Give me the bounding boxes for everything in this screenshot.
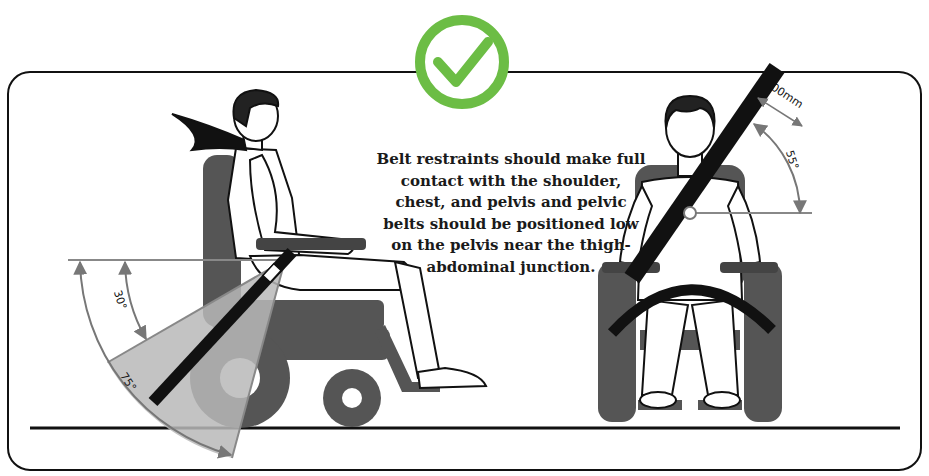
armrest	[720, 262, 778, 273]
shoe	[704, 392, 740, 408]
anchor-point	[684, 207, 696, 219]
armrest	[256, 238, 366, 250]
front-belts	[612, 68, 812, 333]
angle-arc	[80, 262, 231, 455]
shoe	[640, 392, 676, 408]
reference-line	[690, 212, 812, 214]
hair	[666, 96, 715, 128]
angle-label: 75°	[117, 370, 139, 393]
belt-buckle	[263, 264, 281, 283]
check-badge	[420, 20, 504, 104]
check-mark	[438, 42, 488, 82]
caster-wheel	[323, 369, 381, 427]
leg	[692, 300, 738, 395]
pelvic-belt	[153, 252, 292, 402]
lap-belt	[612, 290, 772, 333]
head	[234, 91, 278, 141]
wheel	[744, 262, 782, 422]
dimension-label: 100mm	[763, 77, 806, 111]
wheel	[598, 262, 636, 422]
instruction-note: Belt restraints should make full contact…	[375, 149, 647, 278]
lower-leg	[395, 262, 440, 378]
shoulder-belt	[632, 68, 777, 278]
pelvic-belt-angle	[68, 252, 292, 458]
check-circle	[420, 20, 504, 104]
angle-label: 55°	[783, 149, 801, 172]
leg	[642, 300, 688, 395]
shoe	[418, 368, 486, 388]
angle-label: 30°	[111, 289, 129, 312]
ground-line	[30, 427, 900, 430]
scarf	[172, 114, 246, 150]
frame-border	[8, 72, 921, 470]
hair	[233, 90, 278, 126]
arm	[728, 186, 760, 266]
reference-line	[68, 259, 285, 261]
caster-hub	[342, 388, 362, 408]
angle-arc	[125, 262, 146, 339]
